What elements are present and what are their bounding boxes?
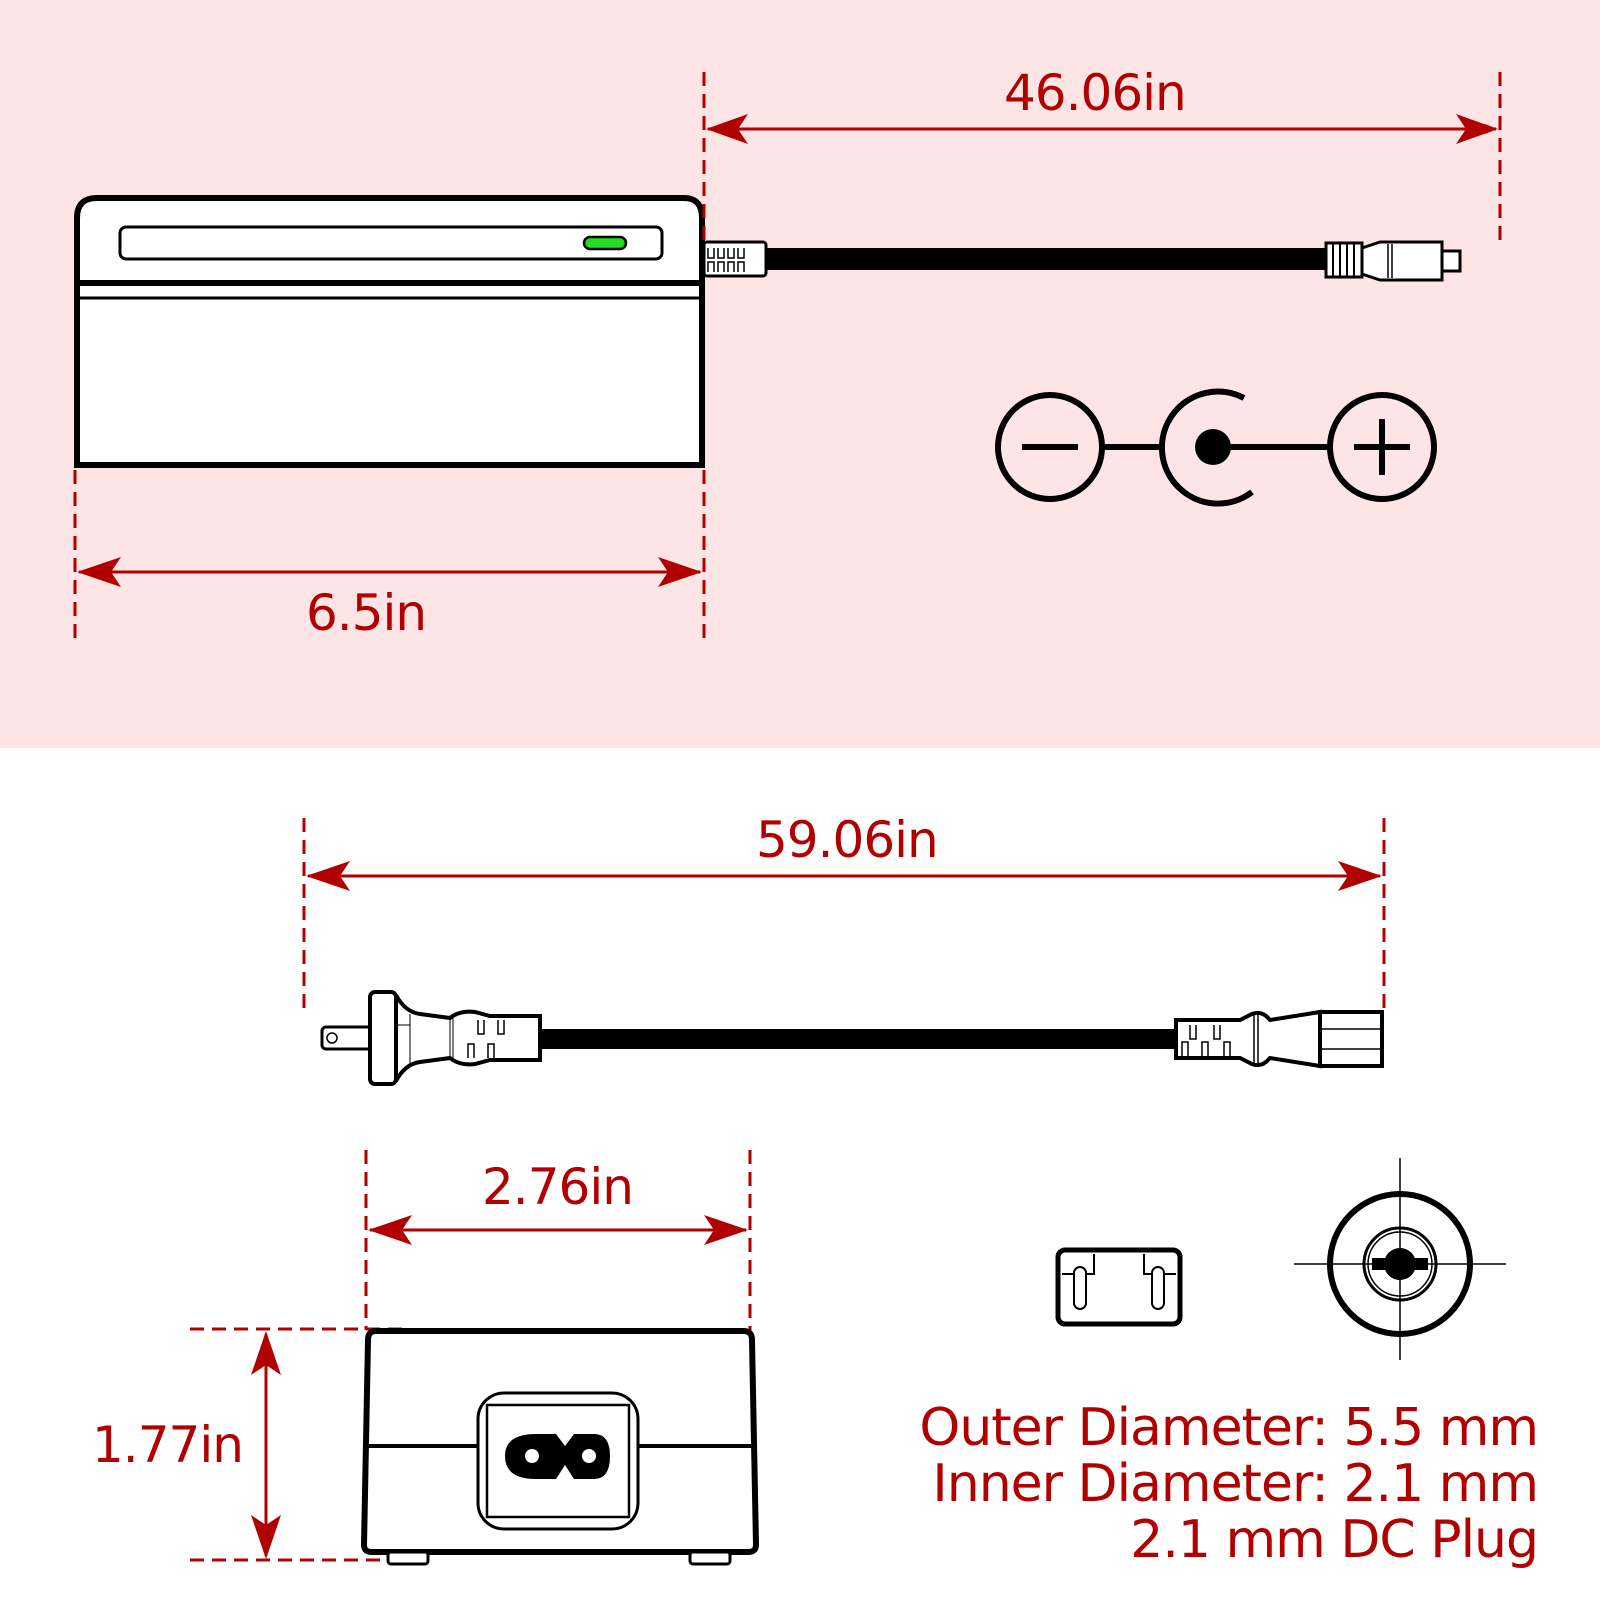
c8-socket-icon	[505, 1434, 610, 1479]
power-adapter-top-view	[74, 195, 705, 468]
led-indicator-icon	[582, 235, 628, 251]
polarity-symbol-icon	[995, 388, 1437, 507]
adapter-width-label: 2.76in	[482, 1158, 634, 1216]
dimension-guides-ac	[302, 818, 1386, 1010]
adapter-length-label: 6.5in	[306, 584, 427, 642]
dc-cable-length-label: 46.06in	[1004, 64, 1187, 122]
dc-plug-specs: Outer Diameter: 5.5 mm Inner Diameter: 2…	[919, 1398, 1539, 1570]
dc-plug-end-view-icon	[1294, 1158, 1506, 1360]
dc-cable	[702, 240, 1462, 282]
dimension-arrows-top	[77, 114, 1498, 587]
dc-plug-size-spec: 2.1 mm DC Plug	[1130, 1510, 1539, 1570]
dimension-arrows-front	[251, 1215, 748, 1559]
dimension-arrow-ac	[306, 861, 1382, 891]
ac-plug-end-view-icon	[1055, 1247, 1183, 1327]
ac-cable-length-label: 59.06in	[756, 811, 939, 869]
adapter-front-view	[360, 1328, 760, 1566]
outer-diameter-spec: Outer Diameter: 5.5 mm	[919, 1398, 1539, 1458]
adapter-height-label: 1.77in	[92, 1416, 244, 1474]
inner-diameter-spec: Inner Diameter: 2.1 mm	[932, 1454, 1539, 1514]
dimension-guides-top	[73, 72, 1502, 644]
ac-power-cord	[320, 990, 1384, 1086]
